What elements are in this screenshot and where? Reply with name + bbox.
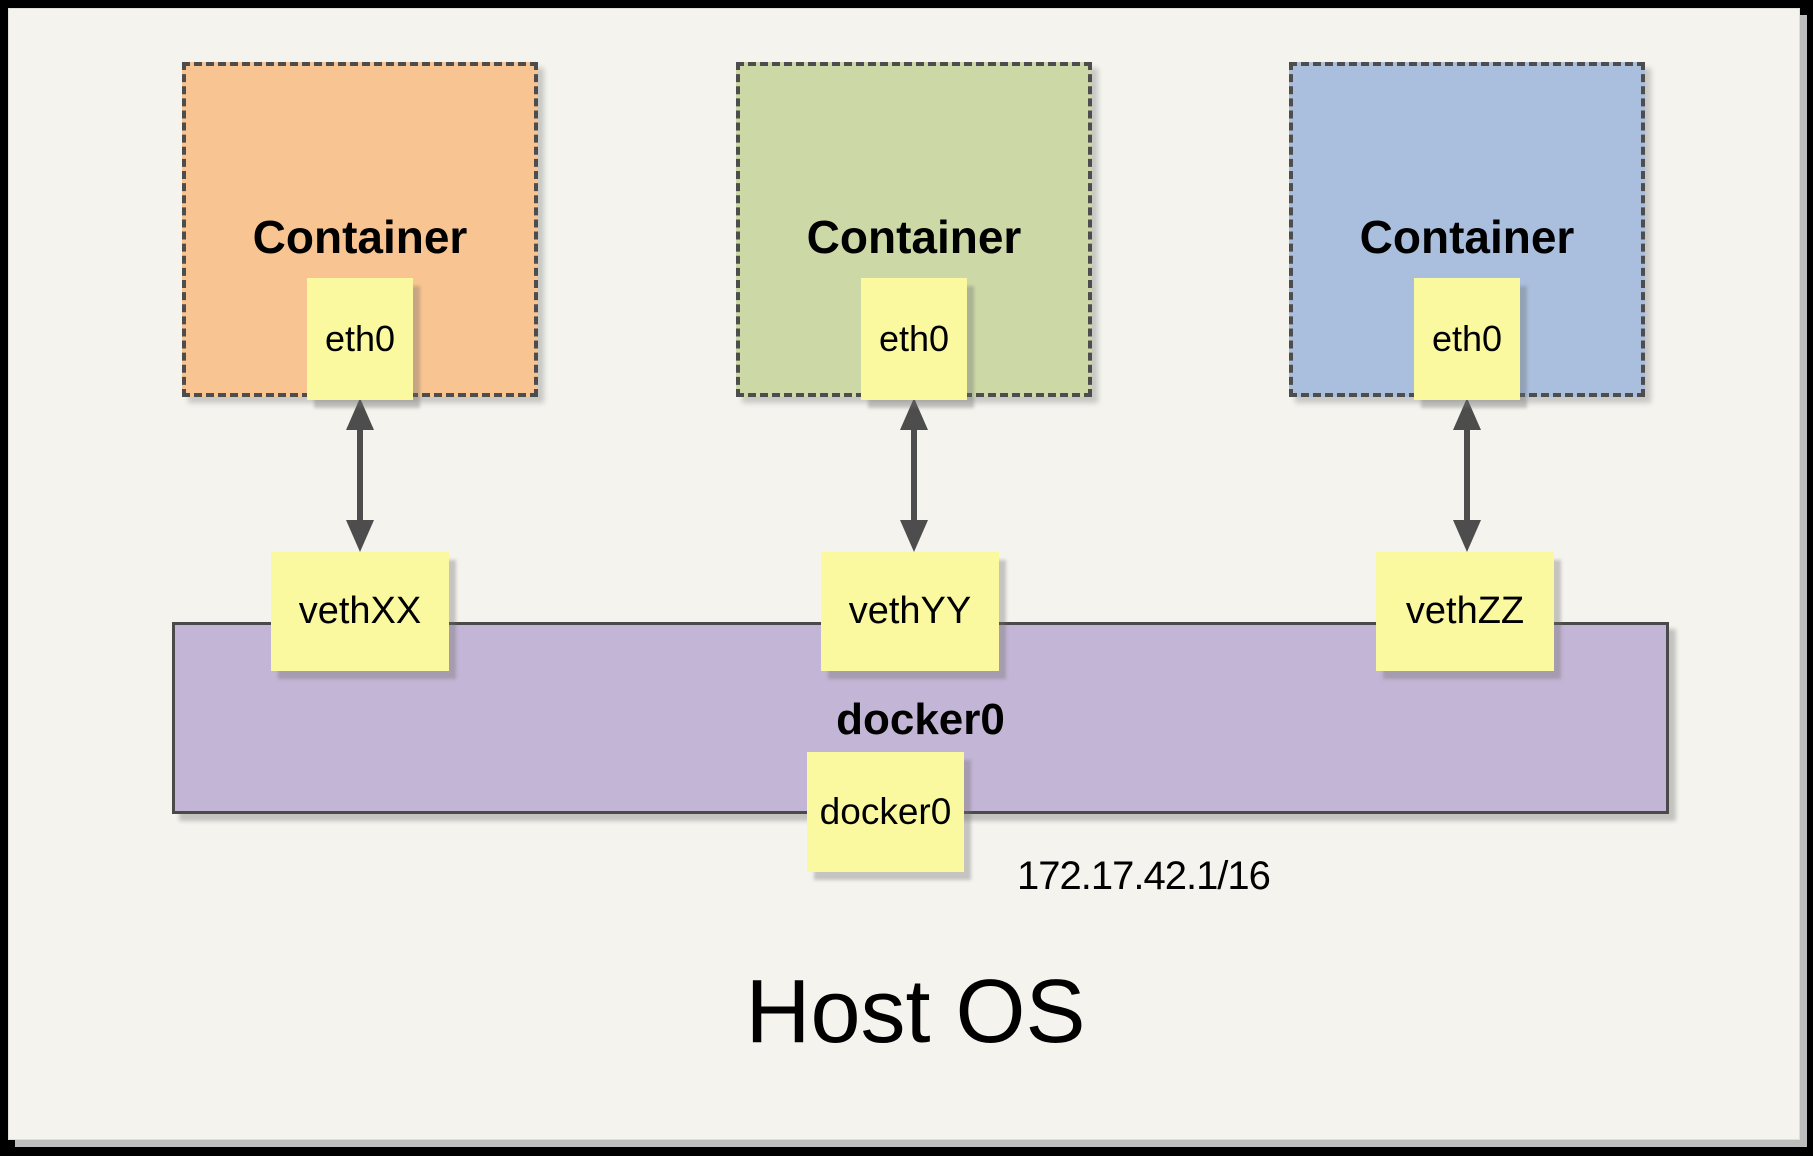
container-box-3: Container eth0 <box>1289 62 1645 400</box>
veth-label: vethXX <box>298 590 422 632</box>
eth0-label: eth0 <box>324 318 396 359</box>
bridge-title: docker0 <box>836 695 1005 744</box>
container-box-2: Container eth0 <box>736 62 1092 400</box>
veth-box-3: vethZZ <box>1376 552 1554 671</box>
bidirectional-arrow-icon <box>1453 398 1481 552</box>
bidirectional-arrow-icon <box>346 398 374 552</box>
bridge-ip-label: 172.17.42.1/16 <box>1017 854 1271 898</box>
docker0-interface-box: docker0 <box>807 752 964 872</box>
container-title: Container <box>252 211 468 263</box>
bidirectional-arrow-icon <box>900 398 928 552</box>
host-os-panel: Container eth0 Container eth0 Container … <box>8 8 1800 1140</box>
eth0-box-1: eth0 <box>307 278 413 400</box>
veth-box-1: vethXX <box>271 552 449 671</box>
docker0-interface-label: docker0 <box>819 791 952 832</box>
container-box-1: Container eth0 <box>182 62 538 400</box>
eth0-box-2: eth0 <box>861 278 967 400</box>
veth-label: vethZZ <box>1405 590 1525 632</box>
veth-label: vethYY <box>848 590 972 632</box>
eth0-label: eth0 <box>1431 318 1503 359</box>
host-os-label: Host OS <box>745 962 1086 1062</box>
veth-box-2: vethYY <box>821 552 999 671</box>
eth0-label: eth0 <box>878 318 950 359</box>
eth0-box-3: eth0 <box>1414 278 1520 400</box>
container-title: Container <box>1359 211 1575 263</box>
container-title: Container <box>806 211 1022 263</box>
